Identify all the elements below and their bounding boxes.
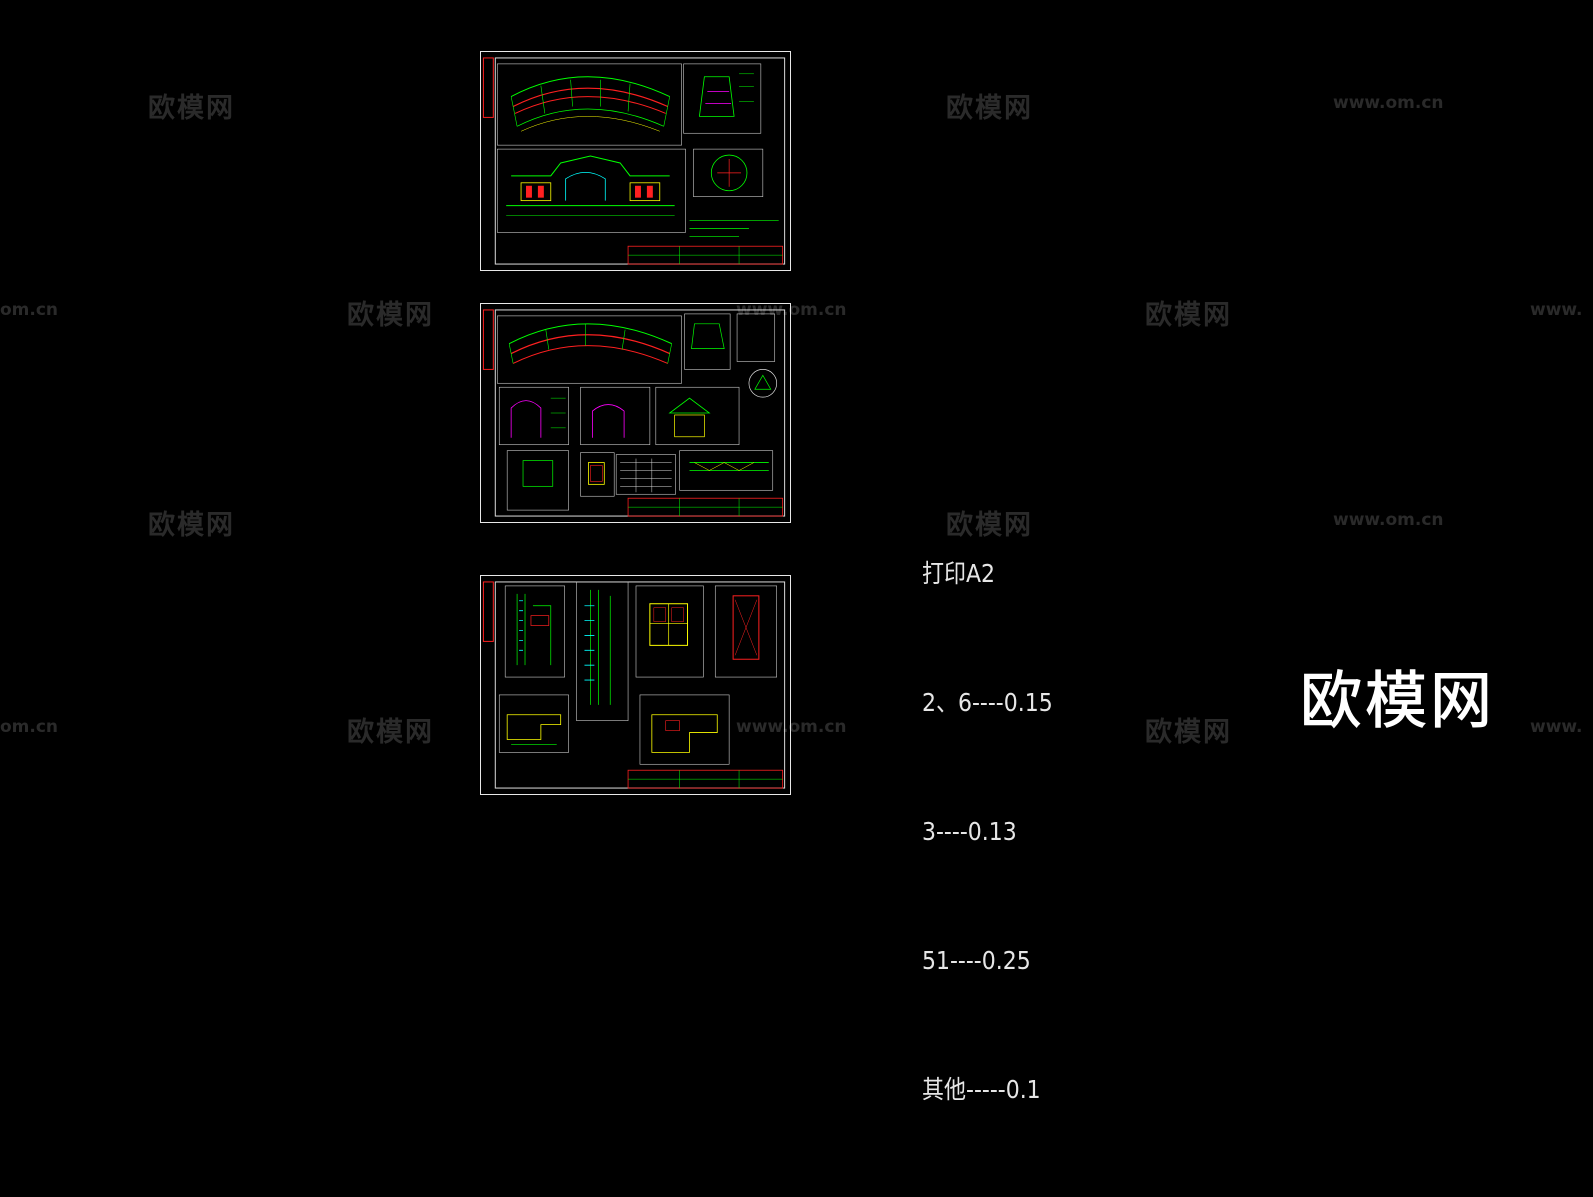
watermark-url: om.cn	[0, 717, 59, 737]
cad-model-space[interactable]: 欧模网 欧模网 www.om.cn om.cn 欧模网 www.om.cn 欧模…	[0, 0, 1593, 1104]
watermark-brand: 欧模网	[1145, 717, 1232, 748]
watermark-brand: 欧模网	[347, 717, 434, 748]
print-notes: 打印A2 2、6----0.15 3----0.13 51----0.25 其他…	[922, 466, 1053, 1197]
watermark-brand: 欧模网	[148, 93, 235, 124]
drawing-sheet-3[interactable]	[480, 575, 791, 795]
watermark-brand: 欧模网	[1145, 300, 1232, 331]
print-note-line: 51----0.25	[922, 946, 1031, 975]
drawing-sheet-2-graphics	[482, 309, 786, 517]
watermark-url: www.om.cn	[1333, 93, 1444, 113]
watermark-url: www.om.cn	[736, 300, 847, 320]
watermark-url: www.	[1530, 717, 1583, 737]
watermark-brand: 欧模网	[946, 93, 1033, 124]
watermark-brand: 欧模网	[946, 510, 1033, 541]
watermark-brand: 欧模网	[347, 300, 434, 331]
drawing-sheet-2[interactable]	[480, 303, 791, 523]
print-notes-title: 打印A2	[922, 559, 996, 588]
drawing-sheet-3-graphics	[482, 581, 786, 789]
watermark-url: www.om.cn	[1333, 510, 1444, 530]
drawing-sheet-1[interactable]	[480, 51, 791, 271]
print-note-line: 3----0.13	[922, 817, 1017, 846]
watermark-brand: 欧模网	[148, 510, 235, 541]
watermark-url: om.cn	[0, 300, 59, 320]
print-note-line: 2、6----0.15	[922, 688, 1053, 717]
drawing-sheet-1-graphics	[482, 57, 786, 265]
watermark-url: www.om.cn	[736, 717, 847, 737]
brand-logo: 欧模网	[1299, 664, 1496, 738]
print-note-line: 其他-----0.1	[922, 1075, 1041, 1104]
watermark-url: www.	[1530, 300, 1583, 320]
